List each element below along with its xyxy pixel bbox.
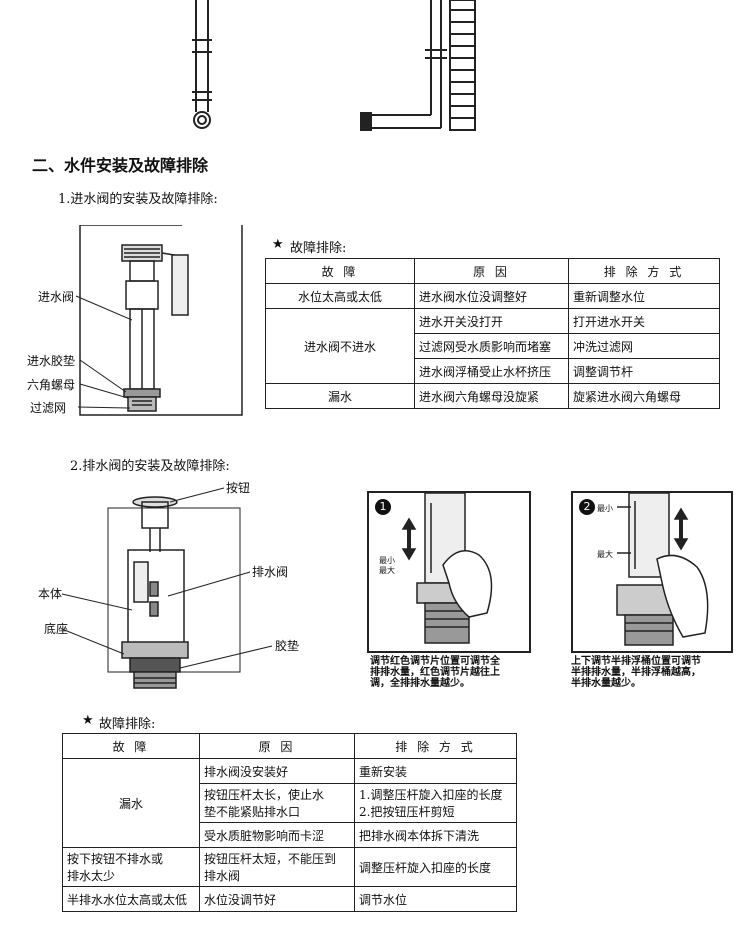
- header-fault: 故 障: [62, 733, 200, 759]
- fix-cell: 调节水位: [354, 886, 517, 912]
- star-icon: ★: [272, 237, 284, 252]
- caption-line: 调，全排排水量越少。: [370, 678, 470, 689]
- panel-1-caption: 调节红色调节片位置可调节全 排排水量，红色调节片越往上 调，全排排水量越少。: [370, 656, 500, 689]
- inlet-valve-diagram: [79, 225, 243, 416]
- tick-min-label: 最小: [597, 504, 613, 513]
- inlet-heading: 1.进水阀的安装及故障排除:: [58, 192, 218, 207]
- cell-line: 按钮压杆太短，不能压到: [204, 852, 337, 866]
- half-flush-adjust-illustration: [616, 493, 709, 646]
- label-inlet-valve: 进水阀: [38, 290, 75, 304]
- fault-cell: 半排水水位太高或太低: [62, 886, 200, 912]
- tick-min-label: 最小: [379, 556, 395, 565]
- star-icon: ★: [82, 713, 94, 728]
- cause-cell: 过滤网受水质影响而堵塞: [414, 333, 569, 359]
- table-row: 按下按钮不排水或 排水太少 按钮压杆太短，不能压到 排水阀 调整压杆旋入扣座的长…: [62, 847, 517, 887]
- label-button: 按钮: [226, 481, 251, 495]
- fix-cell: 旋紧进水阀六角螺母: [568, 383, 720, 409]
- cell-line: 2.把按钮压杆剪短: [359, 805, 455, 819]
- table-row: 按钮压杆太长，使止水 垫不能紧贴排水口 1.调整压杆旋入扣座的长度 2.把按钮压…: [63, 783, 517, 823]
- cell-line: 1.调整压杆旋入扣座的长度: [359, 788, 503, 802]
- label-inlet-gasket: 进水胶垫: [27, 354, 76, 368]
- panel-2-caption: 上下调节半排浮桶位置可调节 半排排水量，半排浮桶越高， 半排水量越少。: [571, 656, 701, 689]
- inlet-leader-lines: [75, 295, 133, 409]
- cell-line: 按下按钮不排水或: [67, 852, 164, 866]
- fault-cell: 进水阀不进水: [265, 308, 415, 384]
- tick-max-label: 最大: [597, 550, 613, 559]
- table-row: 水位太高或太低 进水阀水位没调整好 重新调整水位: [265, 283, 720, 309]
- cause-cell: 受水质脏物影响而卡涩: [199, 822, 355, 848]
- table-row: 半排水水位太高或太低 水位没调节好 调节水位: [62, 886, 517, 912]
- fix-cell: 冲洗过滤网: [568, 333, 720, 359]
- header-fix: 排 除 方 式: [354, 733, 517, 759]
- header-cause: 原 因: [414, 258, 569, 284]
- table-row: 漏水 进水阀六角螺母没旋紧 旋紧进水阀六角螺母: [265, 383, 720, 409]
- table-row: 漏水 排水阀没安装好 重新安装: [62, 758, 517, 848]
- table-row: 进水阀浮桶受止水杯挤压 调整调节杆: [266, 358, 720, 384]
- adjust-panel-1: 1 最小 最大: [367, 491, 531, 653]
- fix-cell: 1.调整压杆旋入扣座的长度 2.把按钮压杆剪短: [354, 783, 517, 823]
- header-fix: 排 除 方 式: [568, 258, 720, 284]
- table-header-row: 故 障 原 因 排 除 方 式: [62, 733, 517, 759]
- caption-line: 上下调节半排浮桶位置可调节: [571, 656, 701, 667]
- drain-leader-lines: [61, 487, 273, 669]
- cause-cell: 水位没调节好: [199, 886, 355, 912]
- fix-cell: 重新安装: [354, 758, 517, 784]
- table-row: 受水质脏物影响而卡涩 把排水阀本体拆下清洗: [63, 822, 517, 848]
- cause-cell: 进水开关没打开: [414, 308, 569, 334]
- cell-line: 排水阀: [204, 869, 241, 883]
- fix-cell: 重新调整水位: [568, 283, 720, 309]
- pipe-illustration-right: [360, 0, 476, 131]
- label-base: 底座: [44, 622, 69, 636]
- cause-cell: 按钮压杆太长，使止水 垫不能紧贴排水口: [199, 783, 355, 823]
- label-gasket: 胶垫: [275, 639, 300, 653]
- fix-cell: 把排水阀本体拆下清洗: [354, 822, 517, 848]
- full-flush-adjust-illustration: [401, 493, 493, 644]
- fault-cell: 按下按钮不排水或 排水太少: [62, 847, 200, 887]
- label-drain-valve: 排水阀: [252, 565, 289, 579]
- adjust-panel-2: 2 最小 最大: [571, 491, 733, 653]
- caption-line: 半排排水量，半排浮桶越高，: [571, 667, 701, 678]
- caption-line: 排排水量，红色调节片越往上: [370, 667, 500, 678]
- label-body: 本体: [38, 587, 63, 601]
- table-row: 过滤网受水质影响而堵塞 冲洗过滤网: [266, 333, 720, 359]
- table-row: 进水阀不进水 进水开关没打开 打开进水开关: [265, 308, 720, 384]
- cause-cell: 排水阀没安装好: [199, 758, 355, 784]
- tick-max-label: 最大: [379, 566, 395, 575]
- fault-cell: 漏水: [62, 758, 200, 848]
- inlet-trouble-title: 故障排除:: [290, 241, 347, 256]
- cell-line: 按钮压杆太长，使止水: [204, 788, 325, 802]
- caption-line: 调节红色调节片位置可调节全: [370, 656, 500, 667]
- cause-cell: 进水阀水位没调整好: [414, 283, 569, 309]
- inlet-trouble-table: 故 障 原 因 排 除 方 式 水位太高或太低 进水阀水位没调整好 重新调整水位…: [265, 258, 720, 409]
- table-header-row: 故 障 原 因 排 除 方 式: [265, 258, 720, 284]
- cause-cell: 按钮压杆太短，不能压到 排水阀: [199, 847, 355, 887]
- caption-line: 半排水量越少。: [571, 678, 641, 689]
- drain-valve-diagram: [107, 496, 241, 689]
- label-filter: 过滤网: [30, 401, 67, 415]
- drain-heading: 2.排水阀的安装及故障排除:: [70, 459, 230, 474]
- label-hex-nut: 六角螺母: [27, 378, 76, 392]
- cause-cell: 进水阀浮桶受止水杯挤压: [414, 358, 569, 384]
- fault-cell: 漏水: [265, 383, 415, 409]
- drain-trouble-title: 故障排除:: [99, 717, 156, 732]
- step-number: 1: [375, 499, 391, 515]
- section-title: 二、水件安装及故障排除: [32, 156, 209, 175]
- step-number: 2: [579, 499, 595, 515]
- cell-line: 垫不能紧贴排水口: [204, 805, 301, 819]
- header-cause: 原 因: [199, 733, 355, 759]
- fix-cell: 调整压杆旋入扣座的长度: [354, 847, 517, 887]
- cell-line: 排水太少: [67, 869, 116, 883]
- pipe-illustration-left: [192, 0, 212, 129]
- fix-cell: 调整调节杆: [568, 358, 720, 384]
- drain-trouble-table: 故 障 原 因 排 除 方 式 漏水 排水阀没安装好 重新安装 按钮压杆太长，使…: [62, 733, 517, 912]
- cause-cell: 进水阀六角螺母没旋紧: [414, 383, 569, 409]
- fix-cell: 打开进水开关: [568, 308, 720, 334]
